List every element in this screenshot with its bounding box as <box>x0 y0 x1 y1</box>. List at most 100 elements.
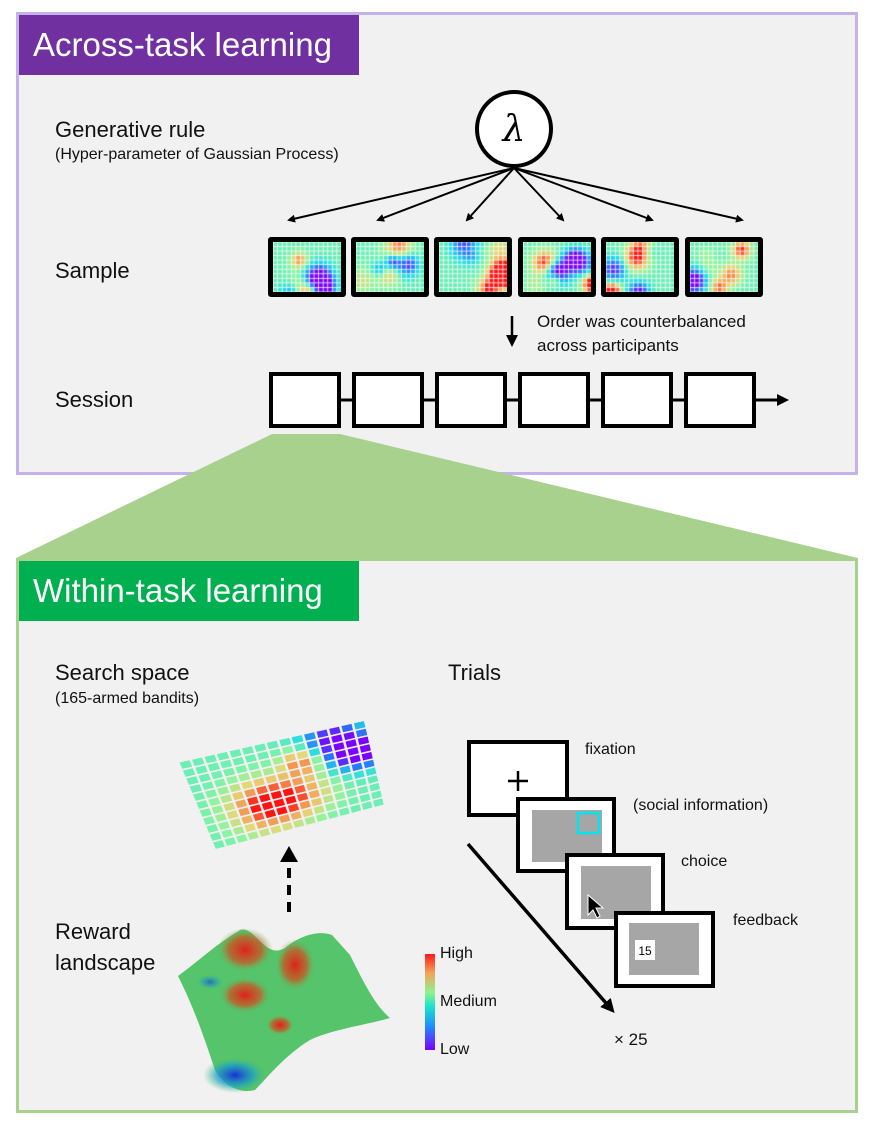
bandit-cell <box>296 750 309 760</box>
bandit-cell <box>261 801 274 811</box>
lambda-symbol: λ <box>501 109 526 150</box>
bandit-cell <box>299 758 311 768</box>
bandit-cell <box>186 776 199 785</box>
session-block <box>601 372 673 428</box>
bandit-cell <box>204 754 217 764</box>
bandit-cell <box>199 808 212 817</box>
bandit-cell <box>325 760 337 770</box>
bandit-cell <box>281 822 293 831</box>
bandit-cell <box>266 740 279 750</box>
bandit-cell <box>201 781 214 790</box>
lambda-node <box>475 90 553 168</box>
bandit-cell <box>268 782 280 792</box>
bandit-cell <box>270 825 282 834</box>
bandit-cell <box>256 785 268 795</box>
bandit-cell <box>244 754 257 763</box>
bandit-cell <box>193 792 206 801</box>
bandit-cell <box>369 782 380 792</box>
bandit-cell <box>226 775 239 785</box>
bandit-cell <box>279 779 292 789</box>
bandit-cell <box>357 736 370 745</box>
sample-heatmap <box>351 237 429 297</box>
bandit-cell <box>208 797 221 806</box>
colorbar-medium: Medium <box>440 993 497 1010</box>
generative-rule-label: Generative rule <box>55 117 206 142</box>
bandit-cell <box>238 807 250 817</box>
across-task-title: Across-task learning <box>19 15 359 75</box>
bandit-cell <box>304 816 316 825</box>
bandit-cell <box>291 777 304 786</box>
bandit-cell <box>359 744 371 753</box>
generative-rule-sublabel: (Hyper-parameter of Gaussian Process) <box>55 146 339 163</box>
bandit-cell <box>223 802 236 812</box>
reward-landscape-surface <box>178 928 390 1093</box>
fan-arrows <box>287 167 744 223</box>
bandit-cell <box>290 811 302 820</box>
bandit-cell <box>269 748 282 758</box>
bandit-cell <box>365 767 377 776</box>
bandit-cell <box>213 778 227 788</box>
bandit-cell <box>291 735 304 744</box>
sample-heatmap <box>601 237 679 297</box>
search-space-label: Search space <box>55 660 190 685</box>
bandit-cell <box>217 786 230 796</box>
bandit-cell <box>226 810 239 819</box>
bandit-cell <box>355 728 368 738</box>
sample-heatmap <box>685 237 763 297</box>
time-arrow <box>466 842 615 1014</box>
bandit-cell <box>303 774 316 783</box>
bandit-cell <box>285 795 297 805</box>
bandit-cell <box>278 814 291 823</box>
bandit-cell <box>363 759 375 769</box>
bandit-cell <box>252 812 265 822</box>
bandit-cell <box>220 794 233 804</box>
bandit-cell <box>235 764 248 774</box>
bandit-cell <box>335 750 347 759</box>
fan-arrow <box>465 167 515 222</box>
bandit-cell <box>357 785 369 795</box>
bandit-cell <box>241 780 254 790</box>
bandit-cell <box>210 770 223 780</box>
bandit-cell <box>182 768 196 777</box>
bandit-cell <box>359 793 371 803</box>
bandit-cell <box>318 737 331 746</box>
bandit-cell <box>214 813 227 822</box>
bandit-cell <box>294 742 306 752</box>
bandit-cell <box>272 756 284 765</box>
bandit-cell <box>311 797 323 807</box>
bandit-cell <box>229 818 242 827</box>
bandit-cell <box>247 796 259 806</box>
bandit-cell <box>250 769 263 779</box>
bandit-cell <box>247 762 260 771</box>
bandit-cell <box>350 804 361 813</box>
bandit-cell <box>211 805 224 814</box>
bandit-cell <box>179 760 193 769</box>
fan-arrow <box>287 167 515 223</box>
reward-landscape-line2: landscape <box>55 950 156 975</box>
bandit-cell <box>286 761 299 770</box>
bandit-cell <box>315 813 327 822</box>
bandit-cell <box>339 765 351 774</box>
bandit-cell <box>238 772 251 782</box>
bandit-cell <box>255 820 268 829</box>
bandit-cell <box>373 798 384 807</box>
bandit-cell <box>320 786 332 796</box>
bandit-cell <box>205 789 218 798</box>
bandit-cell <box>259 759 272 768</box>
bandit-cell <box>299 800 311 810</box>
bandit-cell <box>334 791 346 801</box>
fan-arrow <box>513 167 654 222</box>
bandit-cell <box>218 821 230 830</box>
dashed-arrow-head <box>280 846 298 862</box>
bandit-cell <box>223 767 236 777</box>
bandit-cell <box>229 783 242 793</box>
bandit-cell <box>341 723 353 733</box>
bandit-cell <box>192 757 205 767</box>
bandit-cell <box>277 772 289 781</box>
bandit-cell <box>308 747 321 757</box>
bandit-cell <box>306 782 318 791</box>
sample-heatmap <box>268 237 346 297</box>
bandit-cell <box>371 790 382 800</box>
bandit-cell <box>325 802 337 812</box>
